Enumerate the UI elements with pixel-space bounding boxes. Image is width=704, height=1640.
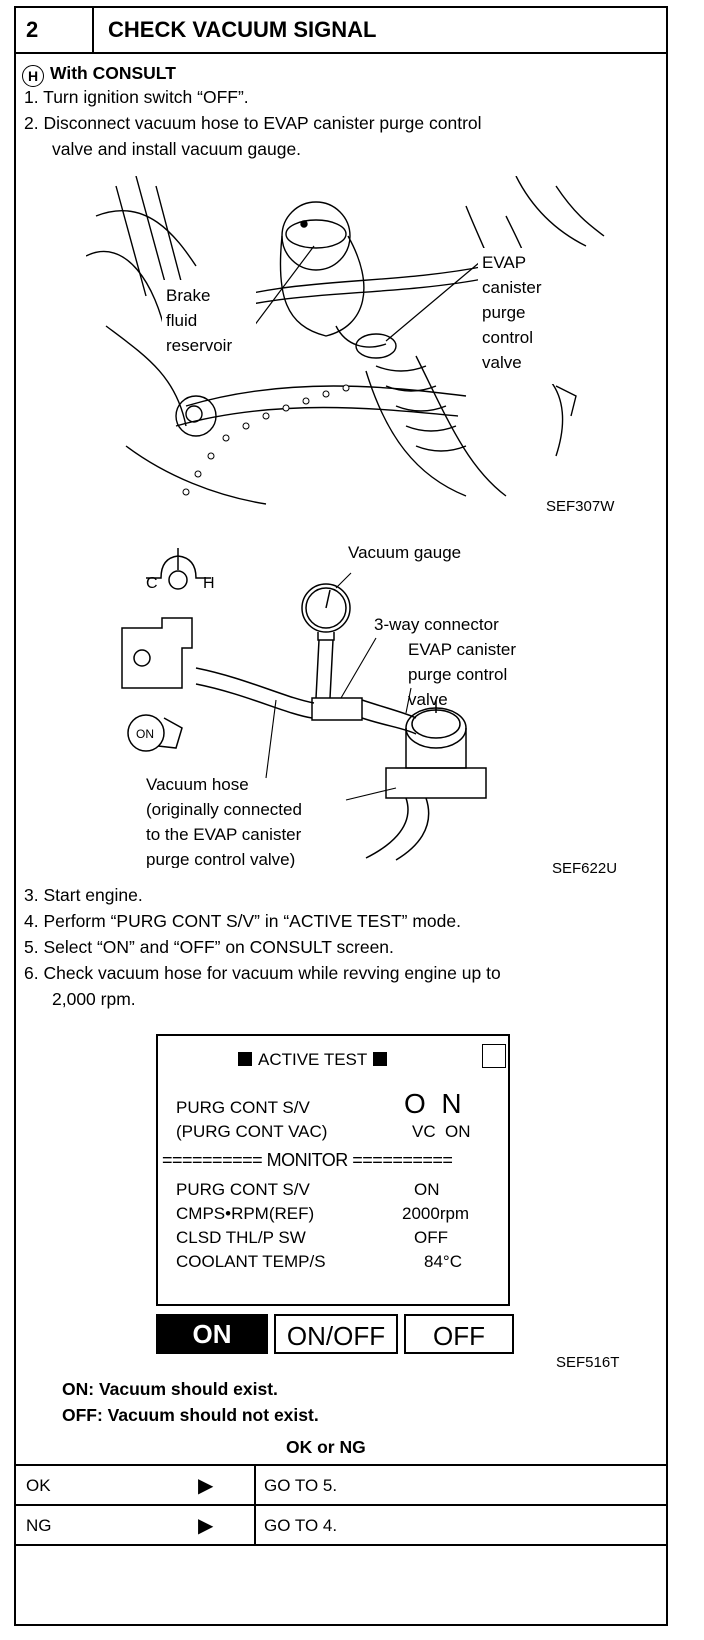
label-cold: C (146, 575, 158, 592)
label-evap-canister: EVAP canister (408, 640, 516, 659)
monitor-separator: ========== MONITOR ========== (162, 1150, 453, 1170)
vac-label: (PURG CONT VAC) (176, 1122, 328, 1141)
step-4: 4. Perform “PURG CONT S/V” in “ACTIVE TE… (24, 911, 461, 931)
vacuum-gauge-illustration: C H ON Vacuum gauge 3-way connector EVAP… (121, 543, 516, 868)
row-coolant-value: 84°C (424, 1252, 462, 1271)
title-block-left (238, 1052, 252, 1066)
step-header: 2 CHECK VACUUM SIGNAL (16, 8, 666, 54)
step-6: 6. Check vacuum hose for vacuum while re… (24, 963, 501, 983)
label-brake: Brake (166, 286, 210, 305)
consult-screen: ACTIVE TEST PURG CONT S/V O N (PURG CONT… (156, 1034, 510, 1306)
row-coolant: COOLANT TEMP/S (176, 1252, 326, 1271)
step-3: 3. Start engine. (24, 885, 143, 905)
label-key-on: ON (136, 727, 154, 741)
label-purge-valve: purge control valve) (146, 850, 295, 868)
consult-icon: H (22, 65, 44, 87)
arrow-right-icon: ▶ (198, 1515, 214, 1537)
row-purg: PURG CONT S/V (176, 1180, 310, 1199)
row-clsd-value: OFF (414, 1228, 448, 1247)
procedure-page: 2 CHECK VACUUM SIGNAL H With CONSULT 1. T… (14, 6, 668, 1626)
row-cmps-value: 2000rpm (402, 1204, 470, 1223)
result-row-ok: OK ▶ GO TO 5. (16, 1464, 666, 1506)
row-key: OK (26, 1476, 51, 1495)
label-3-way-connector: 3-way connector (374, 615, 499, 634)
label-evap: EVAP (482, 253, 526, 272)
label-control: control (482, 328, 533, 347)
label-purge-control: purge control (408, 665, 507, 684)
table-bottom-border (16, 1544, 666, 1546)
step-number: 2 (16, 8, 94, 52)
title-block-right (373, 1052, 388, 1066)
off-button[interactable]: OFF (404, 1314, 514, 1354)
label-vacuum-hose: Vacuum hose (146, 775, 249, 794)
row-clsd: CLSD THL/P SW (176, 1228, 306, 1247)
row-key: NG (26, 1516, 52, 1535)
result-off: OFF: Vacuum should not exist. (62, 1405, 319, 1425)
row-cmps: CMPS•RPM(REF) (176, 1204, 315, 1223)
row-action[interactable]: GO TO 4. (264, 1516, 338, 1535)
figure1-code: SEF307W (546, 498, 615, 515)
label-hot: H (203, 575, 215, 592)
purg-value: O N (404, 1088, 462, 1119)
screen-code: SEF516T (556, 1354, 620, 1371)
on-off-button[interactable]: ON/OFF (274, 1314, 398, 1354)
result-row-ng: NG ▶ GO TO 4. (16, 1504, 666, 1546)
step-2: 2. Disconnect vacuum hose to EVAP canist… (24, 113, 482, 133)
arrow-right-icon: ▶ (198, 1475, 214, 1497)
consult-line: H With CONSULT (22, 60, 176, 87)
vac-value: VC ON (412, 1122, 471, 1141)
cell-divider (254, 1466, 256, 1506)
label-vacuum-gauge: Vacuum gauge (348, 543, 461, 562)
label-reservoir: reservoir (166, 336, 232, 355)
step-title: CHECK VACUUM SIGNAL (108, 17, 377, 42)
ok-ng-question: OK or NG (286, 1437, 366, 1457)
label-purge: purge (482, 303, 525, 322)
label-valve-2: valve (408, 690, 448, 709)
consult-label: With CONSULT (50, 63, 176, 83)
screen-checkbox[interactable] (482, 1044, 506, 1068)
result-on: ON: Vacuum should exist. (62, 1379, 278, 1399)
engine-bay-illustration: Brake fluid reservoir EVAP canister purg… (86, 176, 605, 505)
label-fluid: fluid (166, 311, 197, 330)
on-button[interactable]: ON (156, 1314, 268, 1354)
label-to-evap: to the EVAP canister (146, 825, 302, 844)
purg-label: PURG CONT S/V (176, 1098, 310, 1117)
row-purg-value: ON (414, 1180, 440, 1199)
step-2-cont: valve and install vacuum gauge. (52, 139, 302, 159)
label-originally: (originally connected (146, 800, 302, 819)
label-valve: valve (482, 353, 522, 372)
label-canister: canister (482, 278, 542, 297)
step-5: 5. Select “ON” and “OFF” on CONSULT scre… (24, 937, 394, 957)
screen-title: ACTIVE TEST (238, 1050, 388, 1070)
step-1: 1. Turn ignition switch “OFF”. (24, 87, 249, 107)
step-6-cont: 2,000 rpm. (52, 989, 136, 1009)
row-action[interactable]: GO TO 5. (264, 1476, 338, 1495)
figure2-code: SEF622U (552, 860, 618, 877)
cell-divider (254, 1506, 256, 1546)
